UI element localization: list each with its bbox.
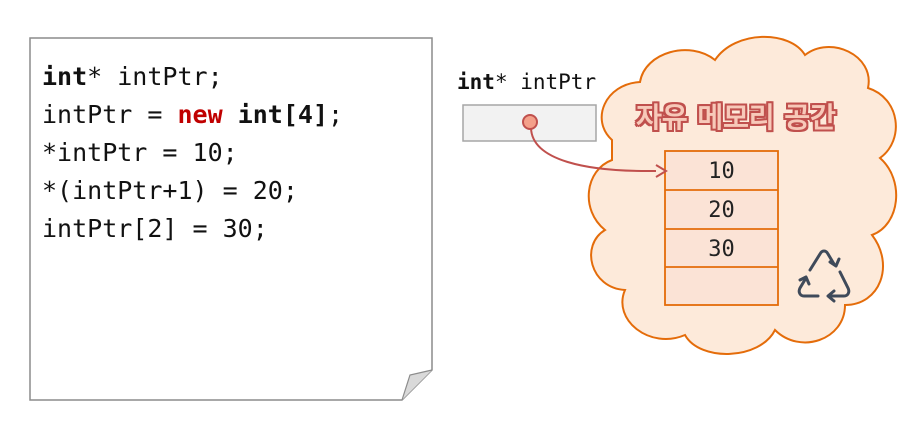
code-page bbox=[29, 37, 433, 401]
code-token: intPtr[2] = 30; bbox=[42, 214, 268, 243]
code-token: new bbox=[177, 100, 223, 129]
code-token: *intPtr = 10; bbox=[42, 138, 238, 167]
code-token: *(intPtr+1) = 20; bbox=[42, 176, 298, 205]
code-token: int bbox=[42, 62, 88, 91]
code-line: *intPtr = 10; bbox=[42, 134, 343, 172]
pointer-label: int* intPtr bbox=[457, 70, 596, 94]
code-line: intPtr[2] = 30; bbox=[42, 210, 343, 248]
pointer-arrowhead bbox=[655, 164, 668, 178]
code-line: int* intPtr; bbox=[42, 58, 343, 96]
code-token: int[4] bbox=[237, 100, 328, 129]
code-line: *(intPtr+1) = 20; bbox=[42, 172, 343, 210]
memory-cell-2: 30 bbox=[708, 236, 735, 262]
pointer-name: * intPtr bbox=[494, 70, 597, 94]
pointer-dot bbox=[522, 114, 538, 130]
memory-cell-0: 10 bbox=[708, 158, 735, 184]
code-token: * intPtr; bbox=[87, 62, 223, 91]
page-fold bbox=[401, 369, 433, 401]
code-token: ; bbox=[328, 100, 344, 129]
pointer-arrow bbox=[530, 127, 657, 173]
code-token bbox=[223, 100, 238, 129]
recycle-icon bbox=[797, 249, 851, 303]
memory-cell-3 bbox=[665, 268, 778, 306]
code-token: intPtr = bbox=[42, 100, 178, 129]
pointer-type-keyword: int bbox=[457, 70, 495, 94]
memory-cell-1: 20 bbox=[708, 197, 735, 223]
memory-block bbox=[664, 150, 779, 306]
code-block: int* intPtr;intPtr = new int[4];*intPtr … bbox=[42, 58, 343, 248]
heap-title: 자유 메모리 공간 bbox=[636, 101, 836, 134]
code-line: intPtr = new int[4]; bbox=[42, 96, 343, 134]
